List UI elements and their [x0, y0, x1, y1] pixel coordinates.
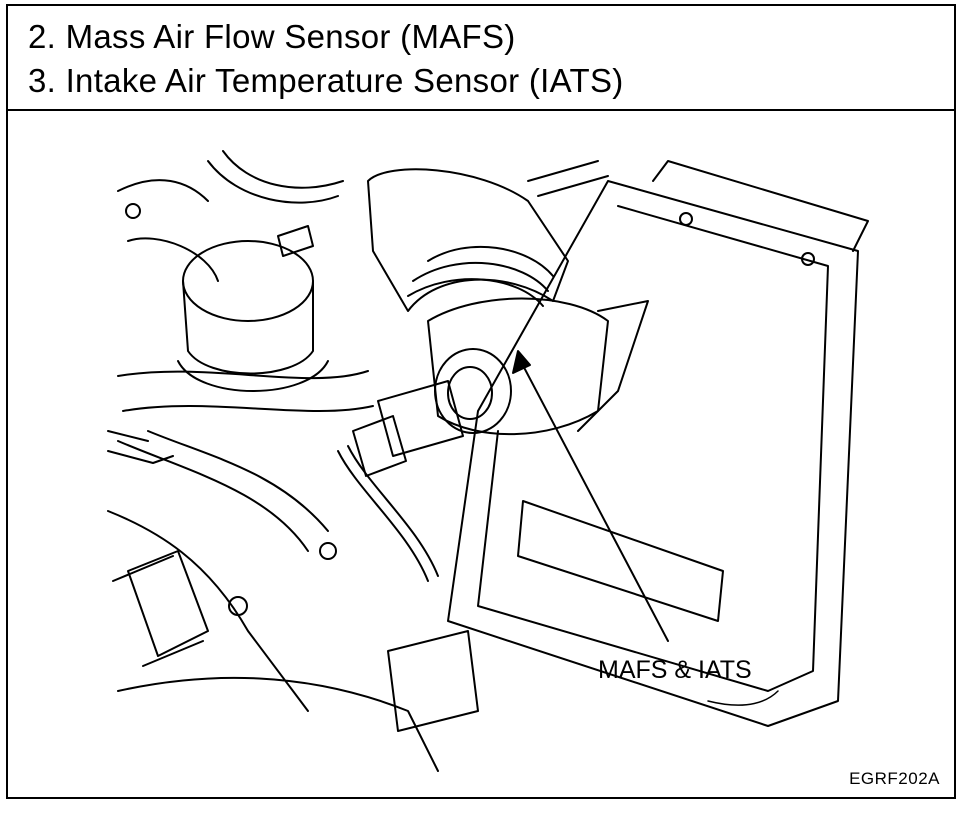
figure-code: EGRF202A [849, 769, 940, 788]
callout-leader [517, 355, 669, 642]
box-bolt-2 [801, 252, 815, 266]
housing-flange [112, 555, 204, 667]
sensor-flange [577, 300, 649, 432]
upper-hose [117, 370, 374, 412]
bracket-lower [387, 630, 479, 732]
duct-corrugation [527, 160, 609, 197]
duct-rib-2 [407, 278, 544, 307]
reservoir-neck [177, 360, 329, 392]
duct-bellows [427, 245, 554, 277]
duct-rib-1 [412, 261, 549, 292]
hose-clamp [277, 225, 314, 257]
engine-illustration: MAFS & IATS EGRF202A [8, 111, 954, 797]
top-left-hose [207, 150, 344, 204]
air-cleaner-lid-detail [652, 160, 869, 252]
callout-arrowhead [512, 350, 531, 374]
engine-block-outline [107, 510, 439, 772]
callout-label: MAFS & IATS [598, 656, 752, 684]
box-bolt-1 [679, 212, 693, 226]
connector-plug [352, 415, 407, 477]
air-cleaner-panel [477, 205, 829, 692]
reservoir-cap-body [182, 280, 314, 375]
engine-line-drawing [107, 150, 869, 772]
caption-header: 2. Mass Air Flow Sensor (MAFS) 3. Intake… [8, 6, 954, 111]
air-cleaner-box [447, 180, 859, 727]
callout-underline [707, 690, 779, 706]
thermostat-housing [127, 550, 209, 657]
intake-duct [367, 168, 569, 312]
air-cleaner-recess [517, 500, 724, 622]
lower-hose [117, 430, 329, 552]
mafs-housing [427, 297, 609, 436]
caption-item-iats: 3. Intake Air Temperature Sensor (IATS) [28, 62, 624, 99]
sensor-port-inner [447, 366, 493, 420]
bolt-upper-left [125, 203, 141, 219]
vacuum-line [337, 445, 439, 582]
caption-item-mafs: 2. Mass Air Flow Sensor (MAFS) [28, 18, 516, 55]
bolt-middle [319, 542, 337, 560]
sensor-port [434, 348, 512, 434]
figure-frame: 2. Mass Air Flow Sensor (MAFS) 3. Intake… [6, 4, 956, 799]
connector [377, 380, 464, 457]
firewall-edge [117, 179, 219, 282]
wiring-harness [107, 430, 174, 464]
